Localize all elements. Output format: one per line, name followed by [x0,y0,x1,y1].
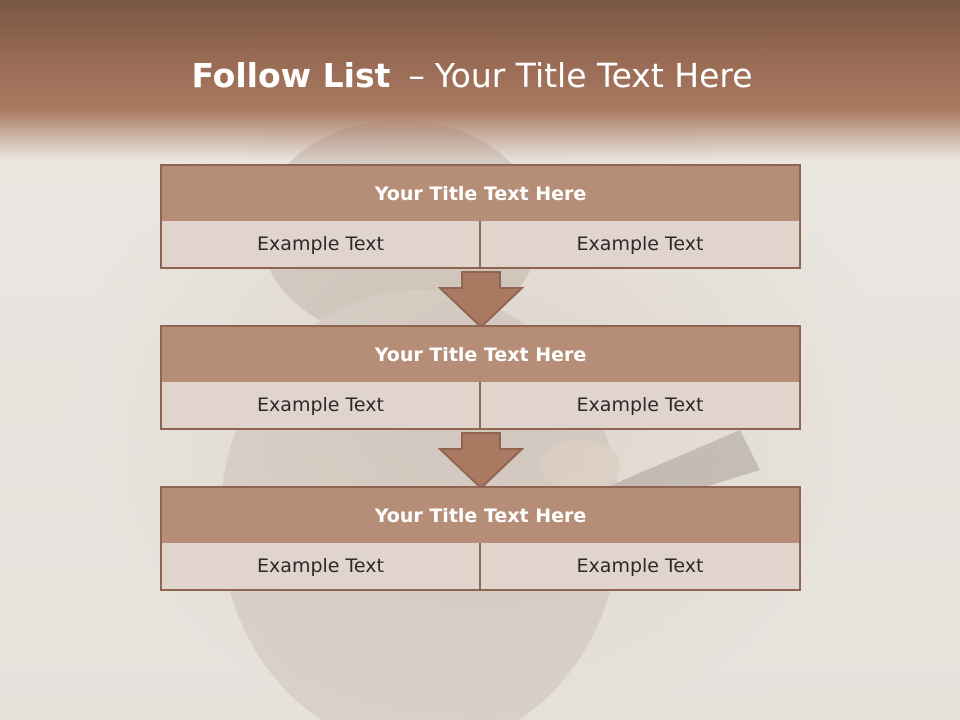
block-title: Your Title Text Here [160,486,801,545]
page-title: Follow List–Your Title Text Here [0,52,944,100]
list-block-2: Your Title Text Here Example Text Exampl… [160,325,801,432]
block-title: Your Title Text Here [160,325,801,384]
block-cell-right: Example Text [479,543,801,591]
title-bold: Follow List [191,56,391,95]
block-cell-left: Example Text [160,221,481,269]
list-block-3: Your Title Text Here Example Text Exampl… [160,486,801,593]
block-cell-right: Example Text [479,382,801,430]
block-cell-right: Example Text [479,221,801,269]
header-bar [0,0,960,160]
block-cell-left: Example Text [160,382,481,430]
block-title: Your Title Text Here [160,164,801,223]
down-arrow-icon [438,432,524,490]
title-dash: – [408,56,425,95]
down-arrow-icon [438,271,524,329]
title-rest: Your Title Text Here [434,56,753,95]
list-block-1: Your Title Text Here Example Text Exampl… [160,164,801,271]
block-cell-left: Example Text [160,543,481,591]
